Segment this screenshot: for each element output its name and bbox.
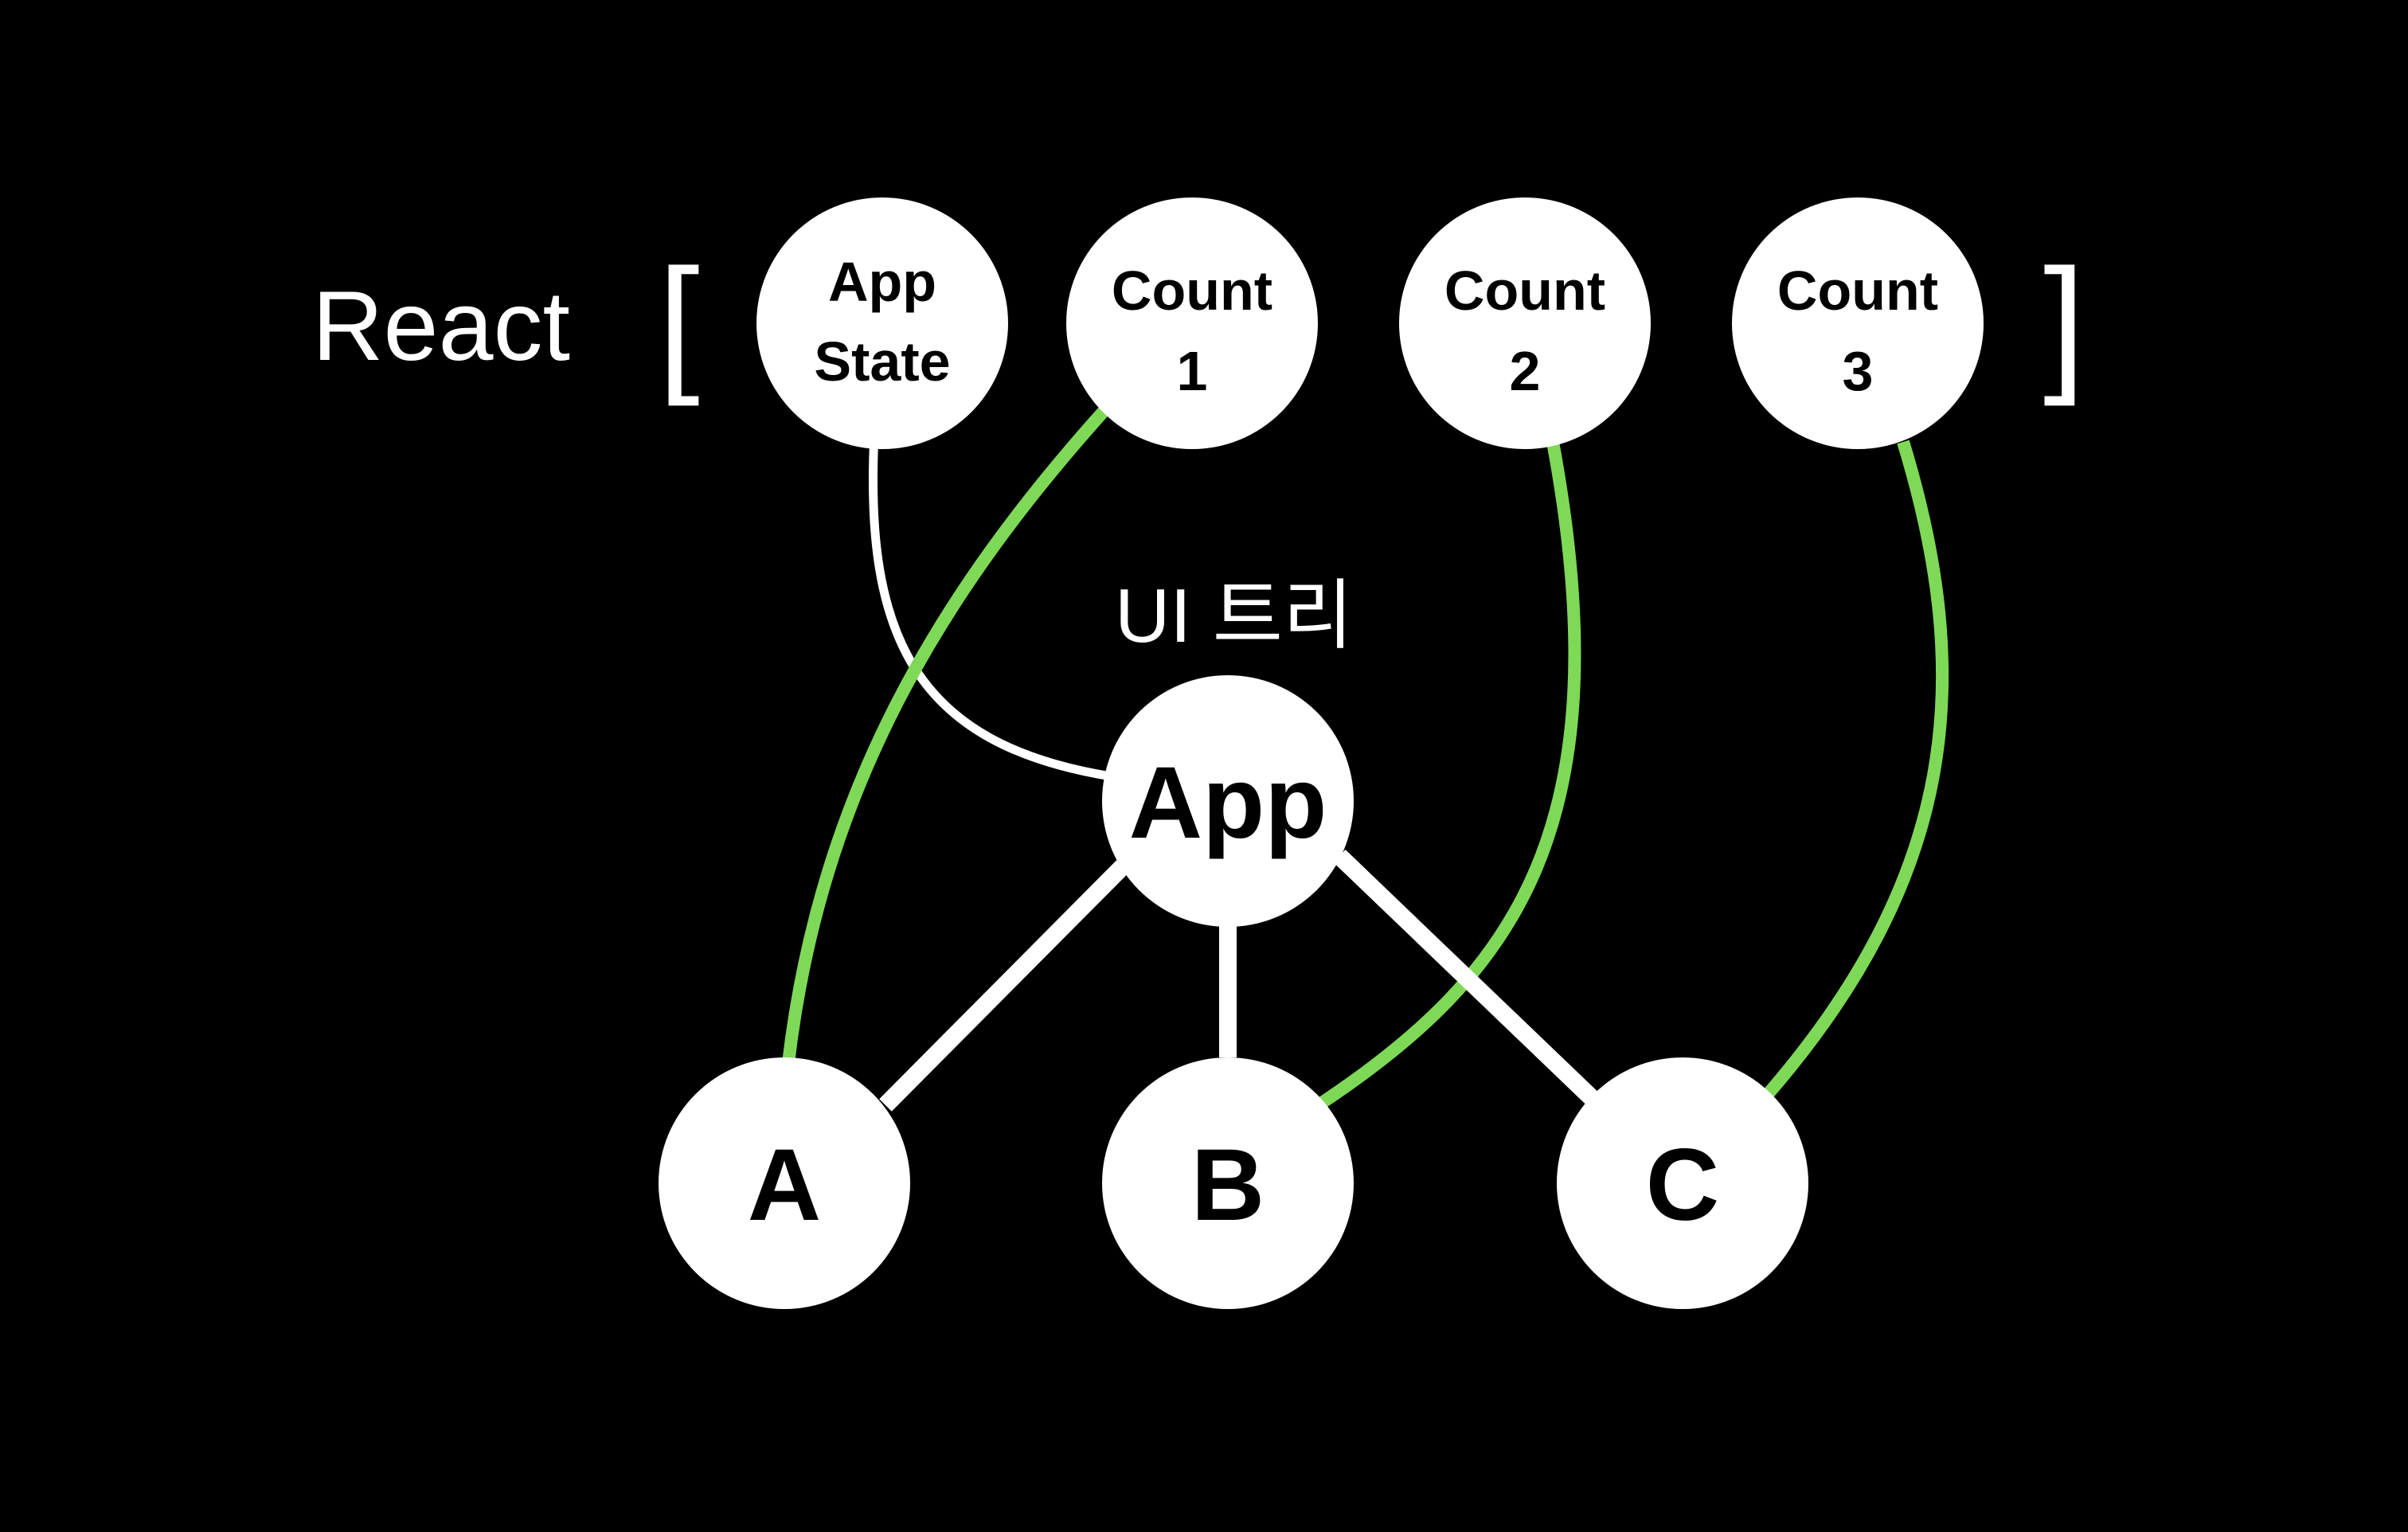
- edges-layer: [782, 403, 1949, 1112]
- state-node-label-line-2: State: [814, 330, 950, 393]
- state-node-circle: [1066, 197, 1318, 449]
- state-node-count-3: Count 3: [1732, 197, 1984, 449]
- bracket-close: ]: [2043, 238, 2086, 407]
- bracket-open: [: [658, 238, 700, 407]
- state-link-count-1-to-a: [782, 403, 1112, 1064]
- state-node-label-line-2: 3: [1843, 340, 1874, 402]
- state-node-label-line-2: 2: [1510, 340, 1541, 402]
- tree-node-label: App: [1129, 746, 1327, 860]
- state-node-label-line-1: App: [828, 251, 936, 313]
- tree-node-label: C: [1646, 1128, 1719, 1242]
- tree-node-app: App: [1102, 675, 1354, 927]
- state-nodes-row: App State Count 1 Count 2 Count 3: [756, 197, 1984, 449]
- tree-node-circle: [1102, 675, 1354, 927]
- tree-edge-app-to-a: [879, 860, 1129, 1112]
- state-node-label-line-1: Count: [1777, 260, 1938, 322]
- state-node-label-line-1: Count: [1112, 260, 1272, 322]
- ui-tree-label: UI 트리: [1115, 573, 1353, 659]
- tree-edge-app-to-c: [1333, 850, 1599, 1105]
- tree-node-label: B: [1191, 1128, 1265, 1242]
- tree-node-c: C: [1557, 1057, 1808, 1309]
- state-node-circle: [1399, 197, 1651, 449]
- tree-node-b: B: [1102, 1057, 1354, 1309]
- state-link-count-3-to-c: [1758, 440, 1949, 1104]
- state-node-label-line-2: 1: [1177, 340, 1208, 402]
- ui-tree-nodes: App A B C: [659, 675, 1808, 1309]
- tree-node-circle: [1557, 1057, 1808, 1309]
- tree-node-a: A: [659, 1057, 910, 1309]
- state-node-count-2: Count 2: [1399, 197, 1651, 449]
- tree-node-label: A: [748, 1128, 821, 1242]
- state-node-label-line-1: Count: [1444, 260, 1605, 322]
- react-label: React: [312, 272, 570, 381]
- state-link-count-2-to-b: [1318, 440, 1581, 1108]
- tree-node-circle: [659, 1057, 910, 1309]
- state-node-count-1: Count 1: [1066, 197, 1318, 449]
- state-node-circle: [756, 197, 1008, 449]
- state-node-app-state: App State: [756, 197, 1008, 449]
- tree-node-circle: [1102, 1057, 1354, 1309]
- state-link-app-state-to-app: [868, 433, 1112, 781]
- state-node-circle: [1732, 197, 1984, 449]
